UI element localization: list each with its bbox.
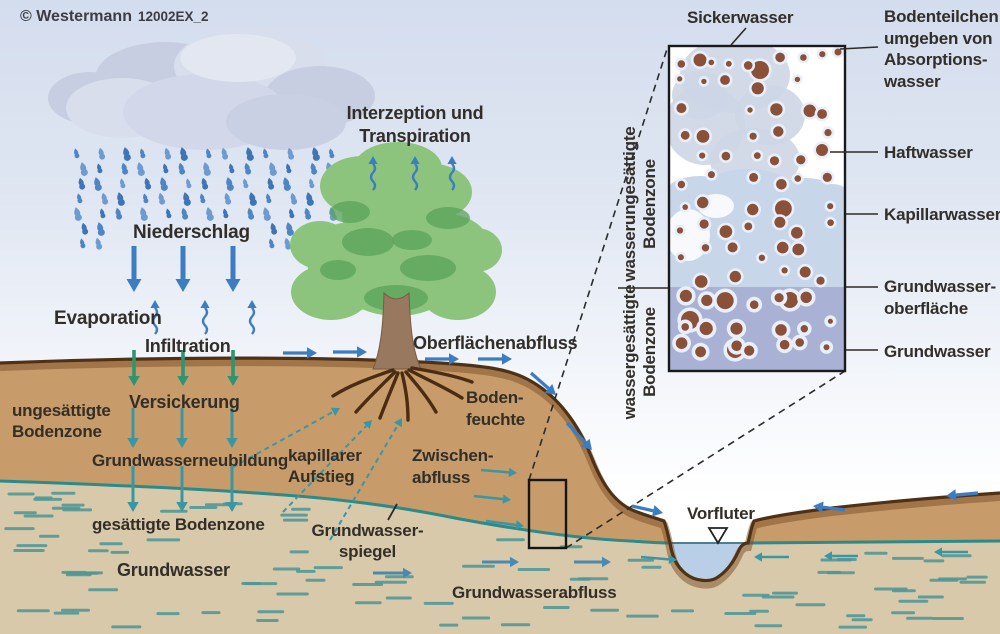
attribution: © Westermann 12002EX_2 [20, 8, 209, 26]
groundwater-texture [4, 491, 988, 629]
label-grundwasserspiegel: Grundwasser- spiegel [311, 521, 424, 561]
label-grundwasser: Grundwasser [117, 560, 230, 580]
inset-box [667, 44, 847, 373]
tree-roots [331, 366, 474, 422]
label-grundwasserneubildung: Grundwasserneubildung [92, 451, 289, 470]
label-evaporation: Evaporation [54, 308, 162, 329]
label-haftwasser: Haftwasser [884, 143, 973, 162]
figure-code: 12002EX_2 [137, 9, 209, 24]
label-unsaturated-zone: ungesättigte Bodenzone [12, 401, 111, 441]
tree-crown [290, 142, 502, 320]
label-zwischenabfluss: Zwischen- abfluss [412, 446, 494, 487]
label-grundwasseroberflaeche: Grundwasser- oberfläche [884, 277, 996, 318]
label-versickerung: Versickerung [129, 392, 240, 412]
flow-arrows [126, 156, 979, 579]
surface-runoff-arrows [283, 346, 979, 517]
label-zone-saturated-vertical: wassergesättigte Bodenzone [620, 284, 659, 420]
groundwater-flow-arrows [373, 556, 611, 579]
label-kapillarwasser: Kapillarwasser [884, 205, 1000, 224]
tree-trunk [372, 291, 422, 370]
versickerung-arrows [127, 408, 238, 448]
capillary-rise-arrows [232, 407, 402, 541]
tree [290, 142, 502, 422]
label-inset-grundwasser: Grundwasser [884, 342, 991, 361]
groundwater-table-line [0, 479, 1000, 545]
grundwasserspiegel-leader [387, 503, 398, 521]
label-kapillarer-aufstieg: kapillarer Aufstieg [288, 446, 362, 486]
label-bodenfeuchte: Boden- feuchte [466, 388, 526, 429]
precipitation-arrows [126, 246, 241, 292]
evaporation-arrows [150, 300, 257, 335]
neubildung-arrows [127, 466, 238, 512]
label-interzeption-transpiration: Interzeption und Transpiration [346, 103, 484, 146]
soil-surface-edge [0, 356, 1000, 589]
label-vorfluter: Vorfluter [687, 504, 755, 523]
label-saturated-zone: gesättigte Bodenzone [92, 515, 265, 534]
inset-leader-lines [618, 27, 879, 351]
label-grundwasserabfluss: Grundwasserabfluss [452, 583, 617, 602]
label-infiltration: Infiltration [145, 336, 231, 356]
rain-cloud [48, 28, 375, 150]
stream [670, 542, 748, 581]
groundwater-to-stream-arrows [640, 547, 968, 564]
label-zone-unsaturated-vertical: wasserungesättigte Bodenzone [620, 126, 659, 282]
infiltration-arrows [128, 350, 239, 386]
label-oberflaechenabfluss: Oberflächenabfluss [413, 333, 578, 353]
interflow-arrows [473, 467, 524, 530]
water-level-triangle-icon [707, 527, 729, 545]
connector-lines [528, 45, 846, 549]
label-sickerwasser: Sickerwasser [687, 8, 794, 27]
publisher-name: © Westermann [20, 8, 132, 25]
label-bodenteilchen: Bodenteilchen umgeben von Absorptions- w… [884, 7, 999, 91]
inset-content [669, 46, 845, 371]
label-niederschlag: Niederschlag [133, 222, 250, 243]
sample-area-rect [527, 478, 568, 550]
transpiration-arrows [368, 156, 457, 191]
